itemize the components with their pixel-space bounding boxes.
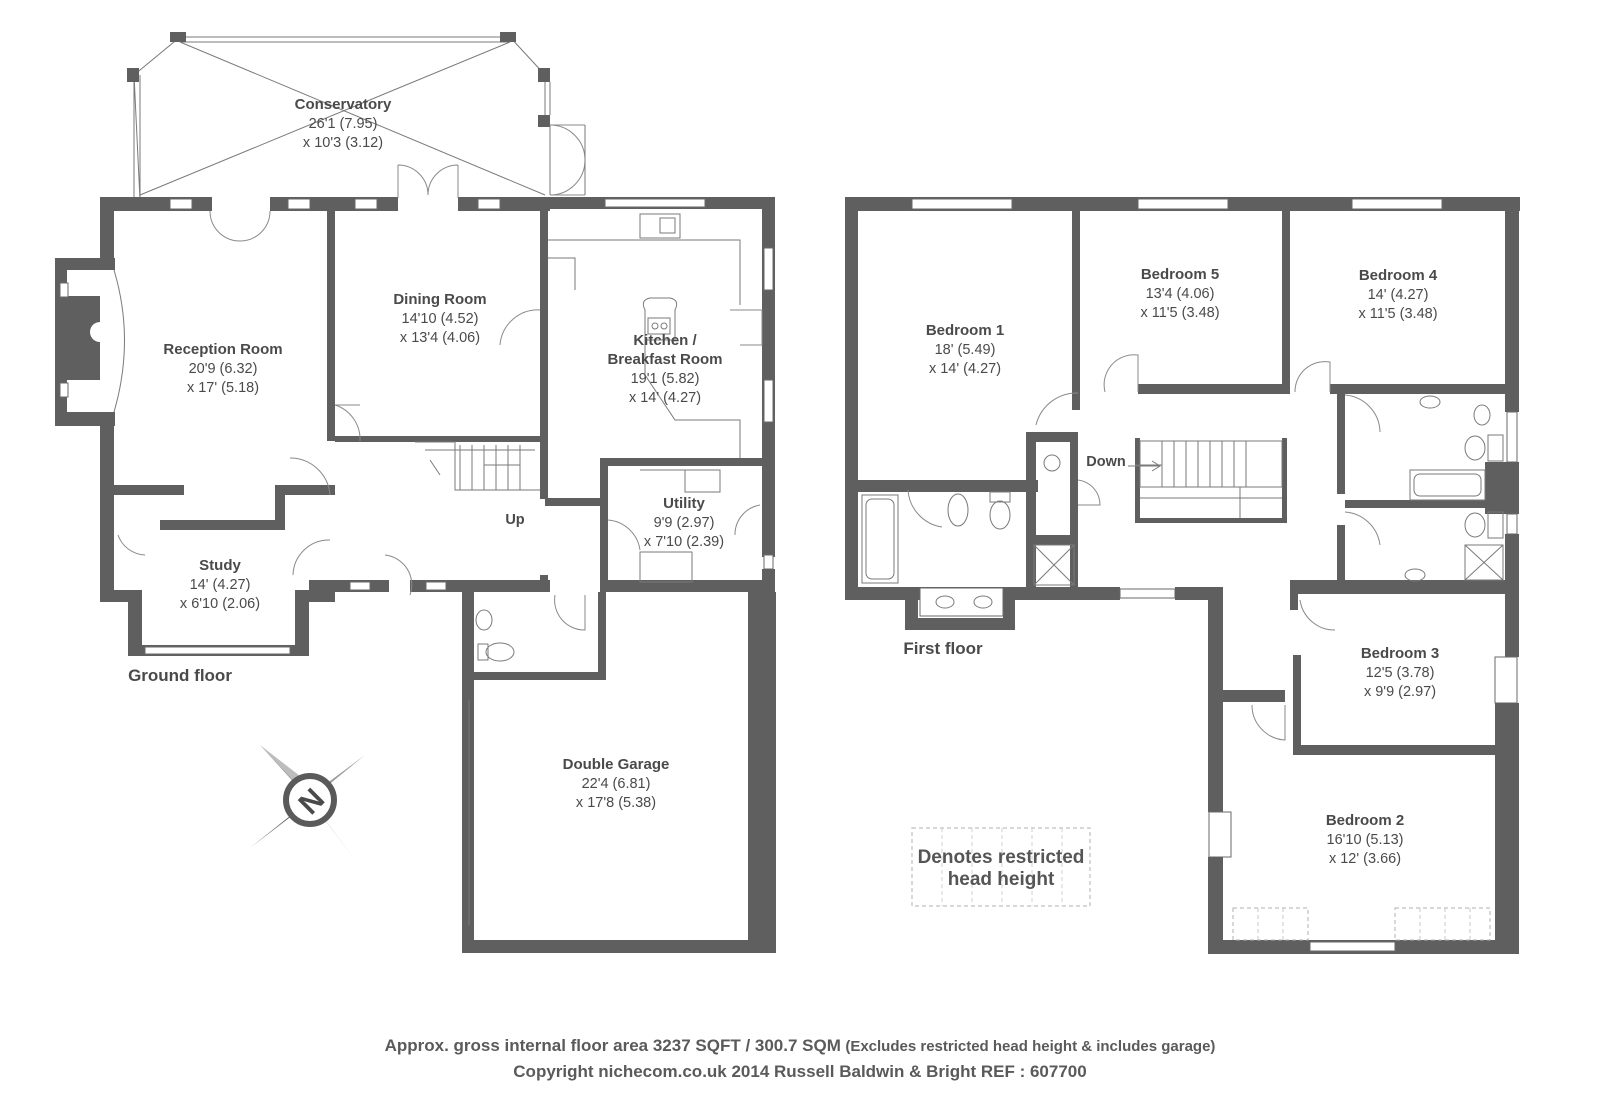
- room-dining: Dining Room 14'10 (4.52) x 13'4 (4.06): [393, 291, 486, 346]
- room-dim-2: x 11'5 (3.48): [1140, 305, 1219, 321]
- room-dim-1: 13'4 (4.06): [1146, 286, 1215, 302]
- room-garage: Double Garage 22'4 (6.81) x 17'8 (5.38): [563, 756, 670, 811]
- room-bedroom-5: Bedroom 5 13'4 (4.06) x 11'5 (3.48): [1140, 266, 1219, 321]
- room-bedroom-4: Bedroom 4 14' (4.27) x 11'5 (3.48): [1358, 267, 1437, 322]
- room-bedroom-2: Bedroom 2 16'10 (5.13) x 12' (3.66): [1326, 812, 1404, 867]
- room-study: Study 14' (4.27) x 6'10 (2.06): [180, 557, 260, 612]
- room-name: Bedroom 3: [1361, 645, 1439, 662]
- room-dim-2: x 17'8 (5.38): [576, 795, 656, 811]
- kitchen-fittings: [548, 213, 741, 583]
- legend-line-1: Denotes restricted: [918, 847, 1085, 868]
- room-dim-1: 14' (4.27): [1368, 287, 1429, 303]
- room-dim-2: x 12' (3.66): [1329, 851, 1401, 867]
- room-name: Dining Room: [393, 291, 486, 308]
- copyright-text: Copyright nichecom.co.uk 2014 Russell Ba…: [513, 1062, 1087, 1081]
- room-name: Double Garage: [563, 756, 670, 773]
- restricted-height-legend: Denotes restricted head height: [911, 827, 1091, 907]
- room-dim-1: 16'10 (5.13): [1327, 832, 1404, 848]
- room-labels: Conservatory 26'1 (7.95) x 10'3 (3.12) R…: [128, 96, 1439, 867]
- ground-doors: [117, 164, 763, 631]
- room-dim-1: 14' (4.27): [190, 577, 251, 593]
- conservatory-structure: [127, 32, 586, 201]
- room-name: Kitchen /: [633, 332, 697, 349]
- room-dim-2: x 11'5 (3.48): [1358, 306, 1437, 322]
- room-name: Study: [199, 557, 241, 574]
- floor-area-text: Approx. gross internal floor area 3237 S…: [384, 1036, 841, 1055]
- room-dim-1: 26'1 (7.95): [309, 116, 378, 132]
- room-name: Utility: [663, 495, 705, 512]
- wc-fittings: [475, 609, 515, 662]
- room-dim-2: x 6'10 (2.06): [180, 596, 260, 612]
- room-dim-2: x 10'3 (3.12): [303, 135, 383, 151]
- room-dim-1: 9'9 (2.97): [654, 515, 715, 531]
- ground-floor-walls: [55, 197, 776, 953]
- room-kitchen: Kitchen / Breakfast Room 19'1 (5.82) x 1…: [607, 332, 722, 406]
- ground-floor-label: Ground floor: [128, 666, 232, 685]
- stairs-down-label: Down: [1086, 454, 1125, 470]
- first-stairs: [1135, 440, 1283, 518]
- compass-rose: N: [250, 745, 365, 860]
- room-name: Bedroom 1: [926, 322, 1004, 339]
- stairs-up-label: Up: [505, 512, 524, 528]
- room-name: Bedroom 5: [1141, 266, 1219, 283]
- first-floor-walls: [845, 197, 1520, 954]
- first-floor-plan: Denotes restricted head height: [845, 197, 1520, 954]
- room-name: Conservatory: [295, 96, 392, 113]
- room-bedroom-3: Bedroom 3 12'5 (3.78) x 9'9 (2.97): [1361, 645, 1439, 700]
- first-floor-label: First floor: [903, 639, 983, 658]
- floor-area-qualifier: (Excludes restricted head height & inclu…: [845, 1038, 1216, 1055]
- room-conservatory: Conservatory 26'1 (7.95) x 10'3 (3.12): [295, 96, 392, 151]
- room-name: Reception Room: [163, 341, 282, 358]
- room-dim-1: 19'1 (5.82): [631, 371, 700, 387]
- room-dim-2: x 14' (4.27): [629, 390, 701, 406]
- room-dim-1: 14'10 (4.52): [402, 311, 479, 327]
- legend-line-2: head height: [948, 869, 1055, 890]
- first-bathroom-fittings: [861, 395, 1504, 609]
- floor-area-note: Approx. gross internal floor area 3237 S…: [0, 1036, 1600, 1056]
- room-dim-1: 12'5 (3.78): [1366, 665, 1435, 681]
- room-name: Bedroom 2: [1326, 812, 1404, 829]
- room-dim-2: x 17' (5.18): [187, 380, 259, 396]
- room-name: Bedroom 4: [1359, 267, 1438, 284]
- room-dim-1: 22'4 (6.81): [582, 776, 651, 792]
- room-dim-2: x 9'9 (2.97): [1364, 684, 1436, 700]
- room-dim-1: 20'9 (6.32): [189, 361, 258, 377]
- room-utility: Utility 9'9 (2.97) x 7'10 (2.39): [644, 495, 724, 550]
- room-dim-1: 18' (5.49): [935, 342, 996, 358]
- room-bedroom-1: Bedroom 1 18' (5.49) x 14' (4.27): [926, 322, 1004, 377]
- room-dim-2: x 13'4 (4.06): [400, 330, 480, 346]
- room-dim-2: x 14' (4.27): [929, 361, 1001, 377]
- ground-floor-plan: N: [55, 32, 776, 953]
- first-doors: [907, 354, 1381, 741]
- ground-stairs: [415, 441, 540, 491]
- room-name-2: Breakfast Room: [607, 351, 722, 368]
- room-dim-2: x 7'10 (2.39): [644, 534, 724, 550]
- room-reception: Reception Room 20'9 (6.32) x 17' (5.18): [163, 341, 282, 396]
- restricted-head-height-zones: [1232, 907, 1491, 941]
